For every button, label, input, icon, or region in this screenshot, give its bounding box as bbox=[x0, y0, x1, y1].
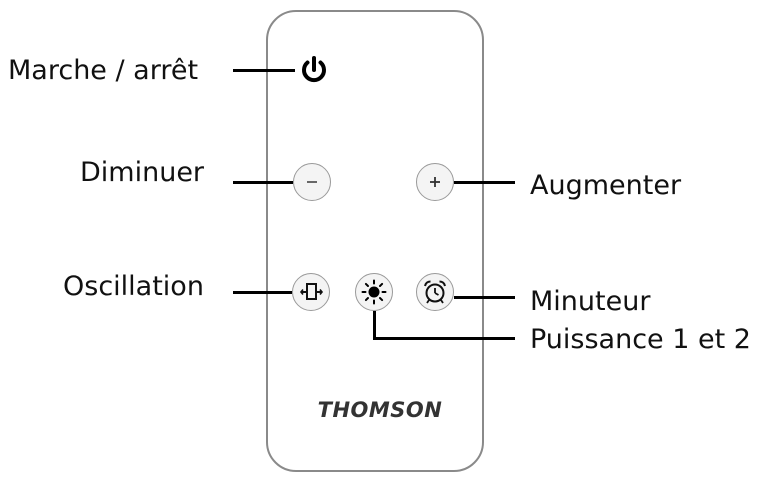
power-level-leader-line-vertical bbox=[373, 311, 376, 339]
power-level-button[interactable] bbox=[355, 273, 393, 311]
timer-button[interactable] bbox=[416, 273, 454, 311]
decrease-leader-line bbox=[233, 181, 293, 184]
power-level-leader-line-horizontal bbox=[373, 337, 515, 340]
power-leader-line bbox=[233, 69, 295, 72]
decrease-button[interactable] bbox=[293, 163, 331, 201]
timer-label: Minuteur bbox=[530, 286, 651, 317]
oscillation-label: Oscillation bbox=[63, 271, 204, 302]
power-icon bbox=[302, 56, 326, 83]
plus-icon bbox=[430, 177, 440, 187]
remote-control-body bbox=[266, 10, 484, 472]
sun-icon bbox=[361, 279, 387, 305]
minus-icon bbox=[307, 181, 317, 183]
oscillation-leader-line bbox=[233, 291, 292, 294]
power-level-label: Puissance 1 et 2 bbox=[530, 324, 751, 355]
increase-label: Augmenter bbox=[530, 170, 682, 201]
alarm-clock-icon bbox=[424, 280, 446, 304]
oscillation-button[interactable] bbox=[292, 273, 330, 311]
oscillation-icon bbox=[299, 283, 324, 300]
increase-button[interactable] bbox=[416, 163, 454, 201]
brand-logo: THOMSON bbox=[317, 398, 443, 422]
power-button[interactable] bbox=[295, 51, 333, 89]
increase-leader-line bbox=[454, 181, 515, 184]
power-label: Marche / arrêt bbox=[8, 55, 199, 86]
timer-leader-line bbox=[454, 296, 515, 299]
decrease-label: Diminuer bbox=[80, 157, 205, 188]
